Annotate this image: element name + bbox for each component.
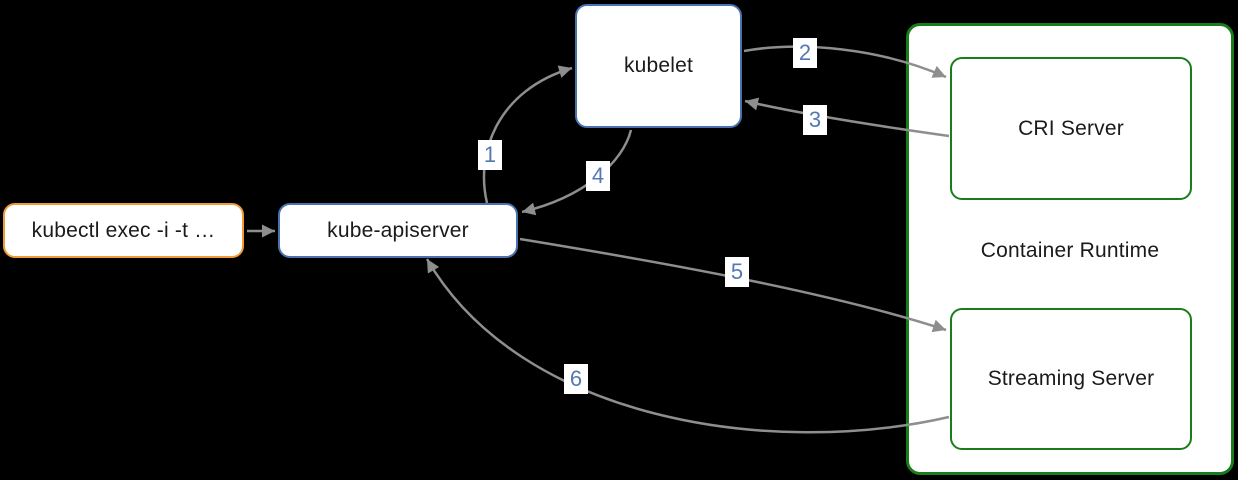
node-kube-apiserver-label: kube-apiserver bbox=[327, 218, 469, 242]
step-badge-5: 5 bbox=[725, 257, 749, 287]
arrow-step6-streaming-to-apiserver bbox=[425, 258, 950, 434]
node-container-runtime: CRI Server Container Runtime Streaming S… bbox=[906, 23, 1234, 475]
arrow-step4-kubelet-to-apiserver bbox=[521, 129, 633, 216]
node-kubelet-label: kubelet bbox=[623, 54, 694, 77]
node-kube-apiserver: kube-apiserver bbox=[278, 203, 518, 258]
node-kubectl-exec-label: kubectl exec -i -t … bbox=[31, 218, 216, 242]
step-badge-4: 4 bbox=[586, 161, 610, 191]
step-badge-6: 6 bbox=[564, 364, 588, 394]
node-cri-server: CRI Server bbox=[950, 57, 1192, 200]
node-streaming-server: Streaming Server bbox=[950, 308, 1192, 450]
node-container-runtime-label: Container Runtime bbox=[980, 239, 1160, 262]
step-badge-3: 3 bbox=[803, 105, 827, 135]
node-kubelet: kubelet bbox=[575, 4, 742, 128]
arrow-step1-apiserver-to-kubelet bbox=[482, 65, 573, 204]
node-kubectl-exec: kubectl exec -i -t … bbox=[3, 203, 244, 258]
step-badge-2: 2 bbox=[793, 38, 817, 68]
node-streaming-server-label: Streaming Server bbox=[987, 367, 1155, 390]
step-badge-1: 1 bbox=[478, 140, 502, 170]
node-cri-server-label: CRI Server bbox=[1018, 116, 1124, 140]
